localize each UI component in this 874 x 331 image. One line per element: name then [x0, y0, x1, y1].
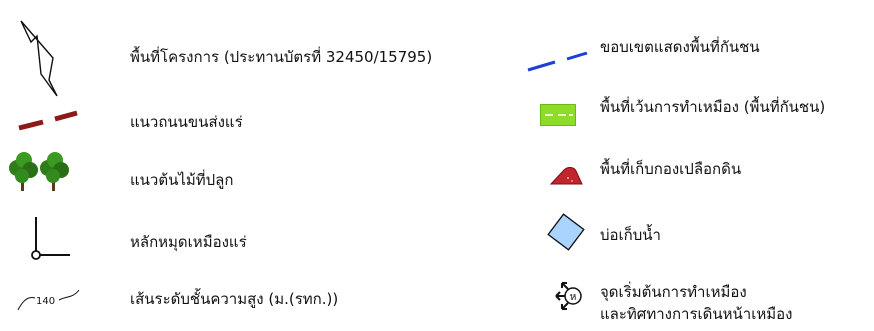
water-pond-icon — [547, 213, 585, 251]
legend-label-mining-start-line-2: และทิศทางการเดินหน้าเหมือง — [600, 305, 793, 323]
buffer-boundary-icon — [527, 52, 588, 72]
legend-label-contour: เส้นระดับชั้นความสูง (ม.(รทก.)) — [130, 290, 339, 308]
legend-label-buffer-boundary: ขอบเขตแสดงพื้นที่กันชน — [600, 38, 760, 56]
legend-label-mining-start: จุดเริ่มต้นการทำเหมือง และทิศทางการเดินห… — [600, 281, 792, 325]
mining-start-direction-icon: ห — [555, 282, 582, 310]
legend-label-tree-row: แนวต้นไม้ที่ปลูก — [130, 171, 234, 189]
project-boundary-icon — [20, 20, 58, 97]
contour-line-icon: 140 — [17, 289, 80, 311]
legend-label-buffer-area: พื้นที่เว้นการทำเหมือง (พื้นที่กันชน) — [600, 98, 826, 116]
legend-label-mining-start-line-1: จุดเริ่มต้นการทำเหมือง — [600, 283, 747, 301]
legend-label-survey-marker: หลักหมุดเหมืองแร่ — [130, 233, 247, 251]
legend-label-haul-road: แนวถนนขนส่งแร่ — [130, 113, 243, 131]
tree-row-icon — [9, 152, 69, 191]
mining-start-letter: ห — [570, 292, 577, 303]
buffer-area-icon — [540, 104, 576, 126]
mine-survey-marker-icon — [31, 217, 70, 260]
topsoil-stockpile-icon — [550, 167, 583, 185]
legend-label-project-area: พื้นที่โครงการ (ประทานบัตรที่ 32450/1579… — [130, 48, 433, 66]
legend-label-water-pond: บ่อเก็บน้ำ — [600, 226, 661, 244]
haul-road-icon — [18, 110, 78, 131]
legend-label-topsoil-stockpile: พื้นที่เก็บกองเปลือกดิน — [600, 160, 742, 178]
contour-value-label: 140 — [36, 296, 55, 307]
